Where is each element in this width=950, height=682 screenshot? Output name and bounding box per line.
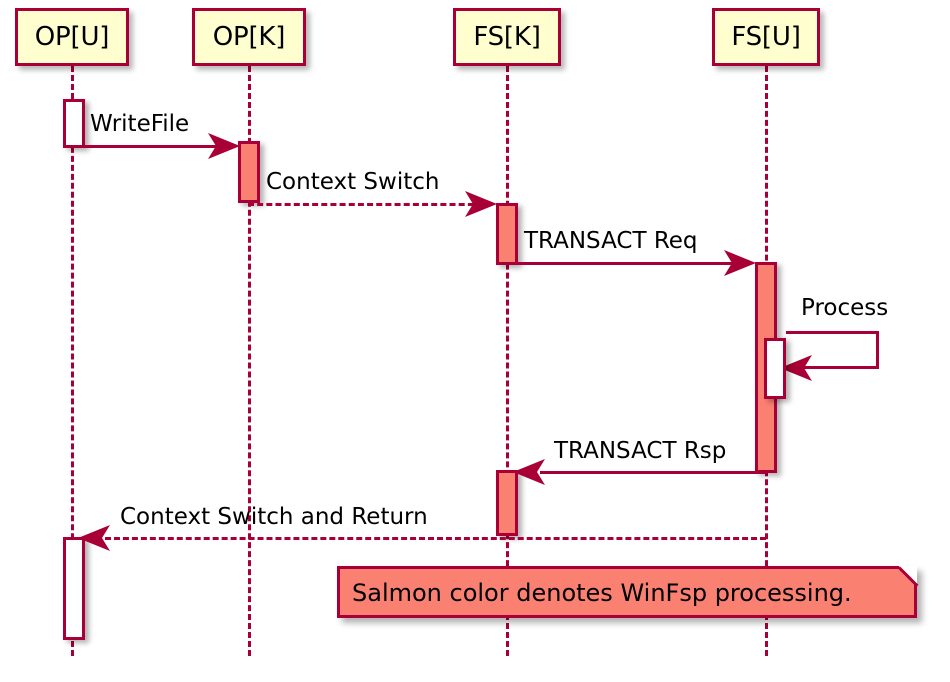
participant-opu-label: OP[U] — [34, 22, 110, 52]
participant-opk-label: OP[K] — [212, 22, 286, 52]
message-line-process-top[interactable] — [786, 331, 879, 334]
activation-opu-writefile[interactable] — [63, 99, 85, 148]
arrowhead-context-switch-return — [78, 523, 112, 553]
participant-fsu[interactable]: FS[U] — [712, 8, 820, 66]
lifeline-opu — [71, 66, 74, 656]
message-label-process: Process — [801, 295, 889, 321]
message-line-context-switch[interactable] — [248, 203, 483, 206]
activation-fsk-response[interactable] — [496, 470, 518, 536]
message-line-writefile[interactable] — [71, 145, 226, 148]
arrowhead-process — [780, 353, 814, 383]
participant-fsk-label: FS[K] — [473, 22, 541, 52]
activation-opk-kernel[interactable] — [238, 141, 260, 203]
message-label-writefile: WriteFile — [90, 111, 190, 137]
participant-opu[interactable]: OP[U] — [15, 8, 129, 66]
legend-note-box[interactable] — [337, 566, 917, 618]
arrowhead-writefile — [206, 131, 240, 161]
arrowhead-transact-req — [722, 248, 756, 278]
activation-opu-return[interactable] — [63, 537, 85, 640]
message-label-context-switch-return: Context Switch and Return — [120, 504, 428, 530]
message-label-context-switch: Context Switch — [266, 169, 440, 195]
activation-fsu-process[interactable] — [764, 338, 786, 399]
message-line-context-switch-return[interactable] — [105, 537, 766, 540]
activation-fsk-request[interactable] — [496, 203, 518, 265]
lifeline-opk — [248, 66, 251, 656]
participant-opk[interactable]: OP[K] — [192, 8, 306, 66]
lifeline-fsk — [506, 66, 509, 656]
message-line-process-right[interactable] — [876, 331, 879, 369]
message-line-transact-rsp[interactable] — [540, 471, 766, 474]
message-label-transact-rsp: TRANSACT Rsp — [554, 438, 727, 464]
arrowhead-context-switch — [463, 189, 497, 219]
message-label-transact-req: TRANSACT Req — [524, 228, 698, 254]
legend-note-text: Salmon color denotes WinFsp processing. — [352, 579, 852, 607]
message-line-process-bottom[interactable] — [802, 366, 879, 369]
arrowhead-transact-rsp — [513, 457, 547, 487]
message-line-transact-req[interactable] — [506, 262, 742, 265]
participant-fsu-label: FS[U] — [731, 22, 801, 52]
participant-fsk[interactable]: FS[K] — [453, 8, 561, 66]
